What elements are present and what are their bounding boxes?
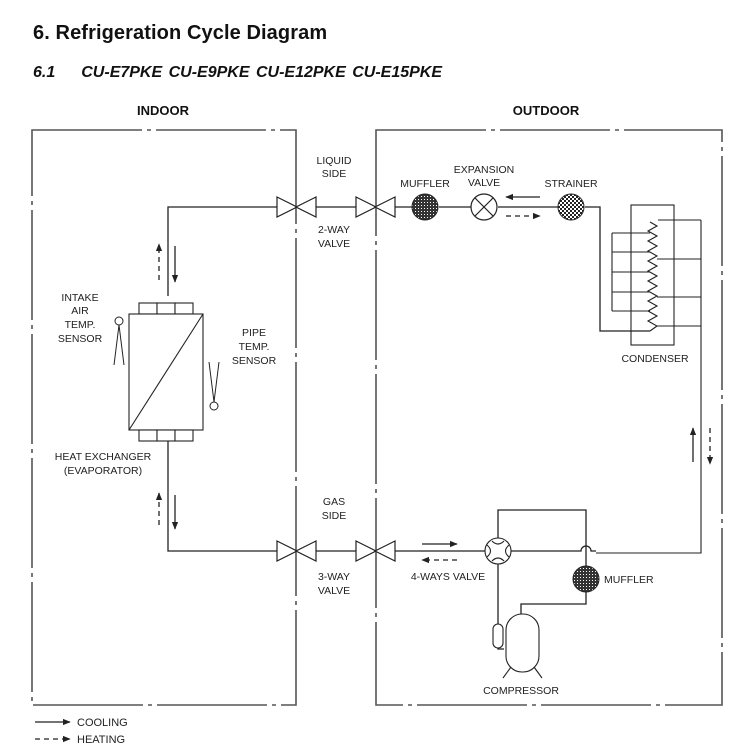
outdoor-zone-label: OUTDOOR [513, 103, 580, 118]
indoor-zone-label: INDOOR [137, 103, 190, 118]
two-way-valve [355, 196, 396, 218]
expansion-valve-label-1: EXPANSION [454, 164, 515, 176]
legend-cooling-label: COOLING [77, 717, 128, 729]
intake-sensor-label-3: TEMP. [65, 319, 96, 331]
three-way-valve-label-1: 3-WAY [318, 571, 350, 583]
strainer-icon [557, 193, 585, 221]
heat-exchanger-label-1: HEAT EXCHANGER [55, 451, 152, 463]
gas-line [167, 441, 596, 650]
liquid-side-label-1: LIQUID [316, 155, 351, 167]
three-way-valve-label-2: VALVE [318, 585, 350, 597]
pipe-sensor-label-3: SENSOR [232, 355, 277, 367]
section-number: 6.1 [33, 64, 56, 81]
heat-exchanger-icon [128, 302, 204, 442]
legend: COOLING HEATING [35, 717, 128, 746]
section-subtitle: 6.1 CU-E7PKE CU-E9PKE CU-E12PKE CU-E15PKE [33, 64, 442, 82]
pipe-sensor-icon [208, 361, 220, 411]
muffler-icon [411, 193, 439, 221]
liquid-line [167, 206, 650, 332]
model-list: CU-E7PKE CU-E9PKE CU-E12PKE CU-E15PKE [81, 64, 443, 81]
muffler-bottom-icon [572, 565, 600, 593]
condenser-icon [596, 204, 702, 554]
condenser-label: CONDENSER [621, 353, 689, 365]
legend-heating-label: HEATING [77, 734, 125, 746]
compressor-label: COMPRESSOR [483, 685, 559, 697]
two-way-valve-label-1: 2-WAY [318, 224, 350, 236]
intake-sensor-label-4: SENSOR [58, 333, 103, 345]
pipe-sensor-label-1: PIPE [242, 327, 266, 339]
muffler-top-label: MUFFLER [400, 178, 450, 190]
intake-sensor-label-2: AIR [71, 305, 89, 317]
gas-side-label-2: SIDE [322, 510, 347, 522]
compressor-icon [492, 613, 543, 679]
four-ways-valve-icon [484, 537, 512, 565]
two-way-valve-label-2: VALVE [318, 238, 350, 250]
intake-air-sensor-icon [113, 316, 125, 366]
three-way-valve [355, 540, 396, 562]
gas-side-label-1: GAS [323, 496, 345, 508]
heat-exchanger-label-2: (EVAPORATOR) [64, 465, 142, 477]
outdoor-zone-border [375, 129, 723, 706]
intake-sensor-label-1: INTAKE [61, 292, 98, 304]
strainer-label: STRAINER [544, 178, 598, 190]
liquid-side-label-2: SIDE [322, 168, 347, 180]
four-ways-valve-label: 4-WAYS VALVE [411, 571, 485, 583]
pipe-sensor-label-2: TEMP. [239, 341, 270, 353]
expansion-valve-label-2: VALVE [468, 177, 500, 189]
indoor-zone-border [31, 129, 297, 706]
gas-side-valve-indoor [276, 540, 317, 562]
liquid-side-valve-indoor [276, 196, 317, 218]
muffler-bottom-label: MUFFLER [604, 574, 654, 586]
expansion-valve-icon [470, 193, 498, 221]
page-title: 6. Refrigeration Cycle Diagram [33, 22, 328, 44]
